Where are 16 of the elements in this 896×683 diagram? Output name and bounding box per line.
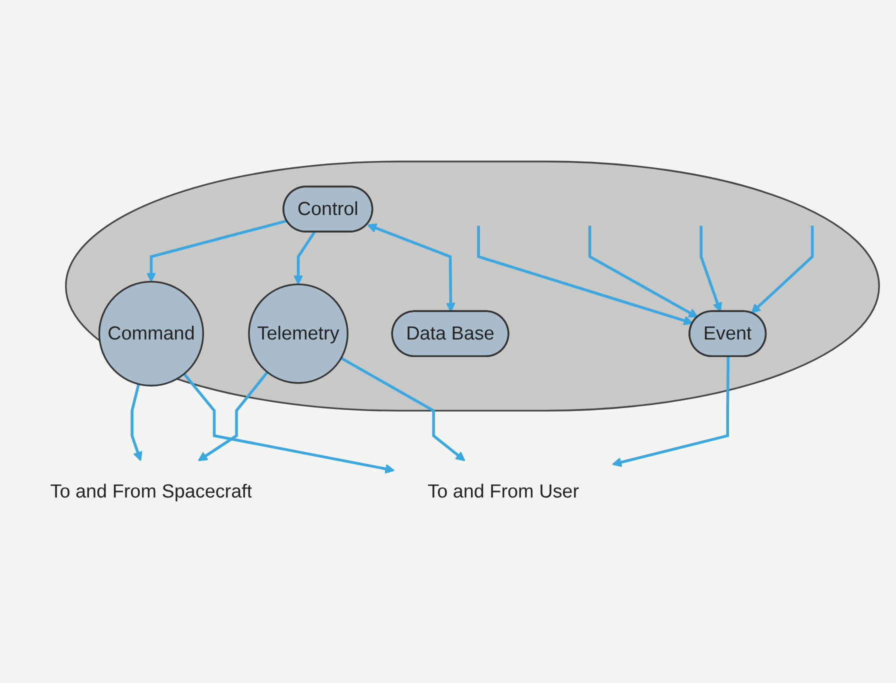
arrow [700,225,722,312]
node-circle: Telemetry [248,282,348,384]
node-circle: Command [98,280,204,386]
arrow [588,225,698,318]
arrow [130,383,142,461]
arrow [751,225,814,313]
arrow [477,225,694,325]
node-text: To and From User [428,480,580,502]
arrow [340,356,466,461]
arrow [198,370,268,461]
arrow [293,230,316,284]
arrow [367,222,456,312]
arrow [183,372,395,474]
arrow [612,356,730,467]
arrow [146,218,288,282]
node-text: To and From Spacecraft [50,480,252,502]
